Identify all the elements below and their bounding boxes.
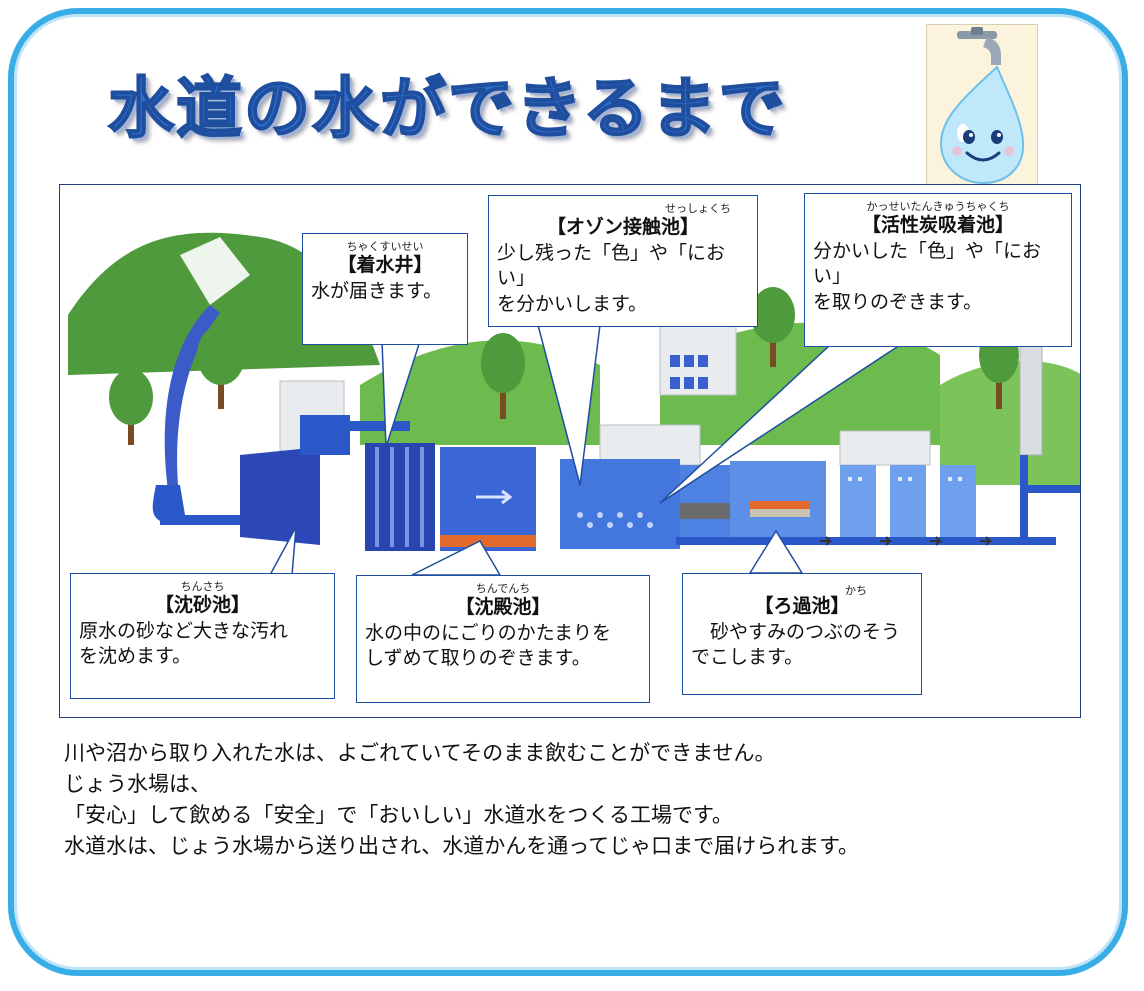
ruby-text: ちんさち — [180, 580, 225, 593]
page-title: 水道の水ができるまで — [107, 70, 787, 147]
callout-heading: 【ろ過池】 — [754, 595, 850, 617]
ruby-text: ちゃくすいせい — [346, 240, 424, 253]
ruby-text: かち — [845, 584, 867, 597]
description: 川や沼から取り入れた水は、よごれていてそのまま飲むことができません。 じょう水場… — [64, 738, 1074, 862]
water-treatment-diagram: ちゃくすいせい 【着水井】 水が届きます。 せっしょくち 【オゾン接触池】 少し… — [59, 184, 1081, 718]
description-line: 水道水は、じょう水場から送り出され、水道かんを通ってじゃ口まで届けられます。 — [64, 834, 860, 858]
callout-chinsachi: ちんさち 【沈砂池】 原水の砂など大きな汚れ を沈めます。 — [70, 573, 335, 699]
callout-chakusuisei: ちゃくすいせい 【着水井】 水が届きます。 — [302, 233, 468, 345]
tree-icon — [109, 369, 153, 445]
callout-heading: 【着水井】 — [337, 254, 433, 277]
callout-body: 原水の砂など大きな汚れ を沈めます。 — [79, 619, 289, 668]
water-drop-mascot-icon — [939, 27, 1025, 185]
ruby-text: せっしょくち — [665, 202, 731, 215]
callout-heading: 【沈殿池】 — [455, 596, 551, 619]
description-line: じょう水場は、 — [64, 772, 211, 796]
description-line: 「安心」して飲める「安全」で「おいしい」水道水をつくる工場です。 — [64, 803, 733, 827]
callout-ozone: せっしょくち 【オゾン接触池】 少し残った「色」や「におい」 を分かいします。 — [488, 195, 758, 327]
callout-body: 少し残った「色」や「におい」 を分かいします。 — [497, 241, 726, 316]
callout-heading: 【オゾン接触池】 — [546, 216, 699, 239]
callout-body: 水の中のにごりのかたまりを しずめて取りのぞきます。 — [365, 621, 612, 670]
callout-kasseitan: かっせいたんきゅうちゃくち 【活性炭吸着池】 分かいした「色」や「におい」 を取… — [804, 193, 1072, 347]
tree-icon — [197, 325, 245, 409]
callout-rokachi: 【ろ過池】 砂やすみのつぶのそう でこします。 かち — [682, 573, 922, 695]
description-line: 川や沼から取り入れた水は、よごれていてそのまま飲むことができません。 — [64, 741, 776, 765]
callout-body: 砂やすみのつぶのそう でこします。 — [691, 620, 901, 669]
tree-icon — [751, 287, 795, 367]
ruby-text: ちんでんち — [475, 582, 531, 595]
callout-body: 分かいした「色」や「におい」 を取りのぞきます。 — [813, 239, 1042, 314]
tree-icon — [481, 333, 525, 419]
callout-chindenchi: ちんでんち 【沈殿池】 水の中のにごりのかたまりを しずめて取りのぞきます。 — [356, 575, 650, 703]
mascot-panel — [926, 24, 1038, 192]
ruby-text: かっせいたんきゅうちゃくち — [866, 200, 1010, 213]
callout-body: 水が届きます。 — [311, 279, 443, 302]
callout-heading: 【沈砂池】 — [154, 594, 250, 617]
callout-heading: 【活性炭吸着池】 — [861, 214, 1014, 237]
